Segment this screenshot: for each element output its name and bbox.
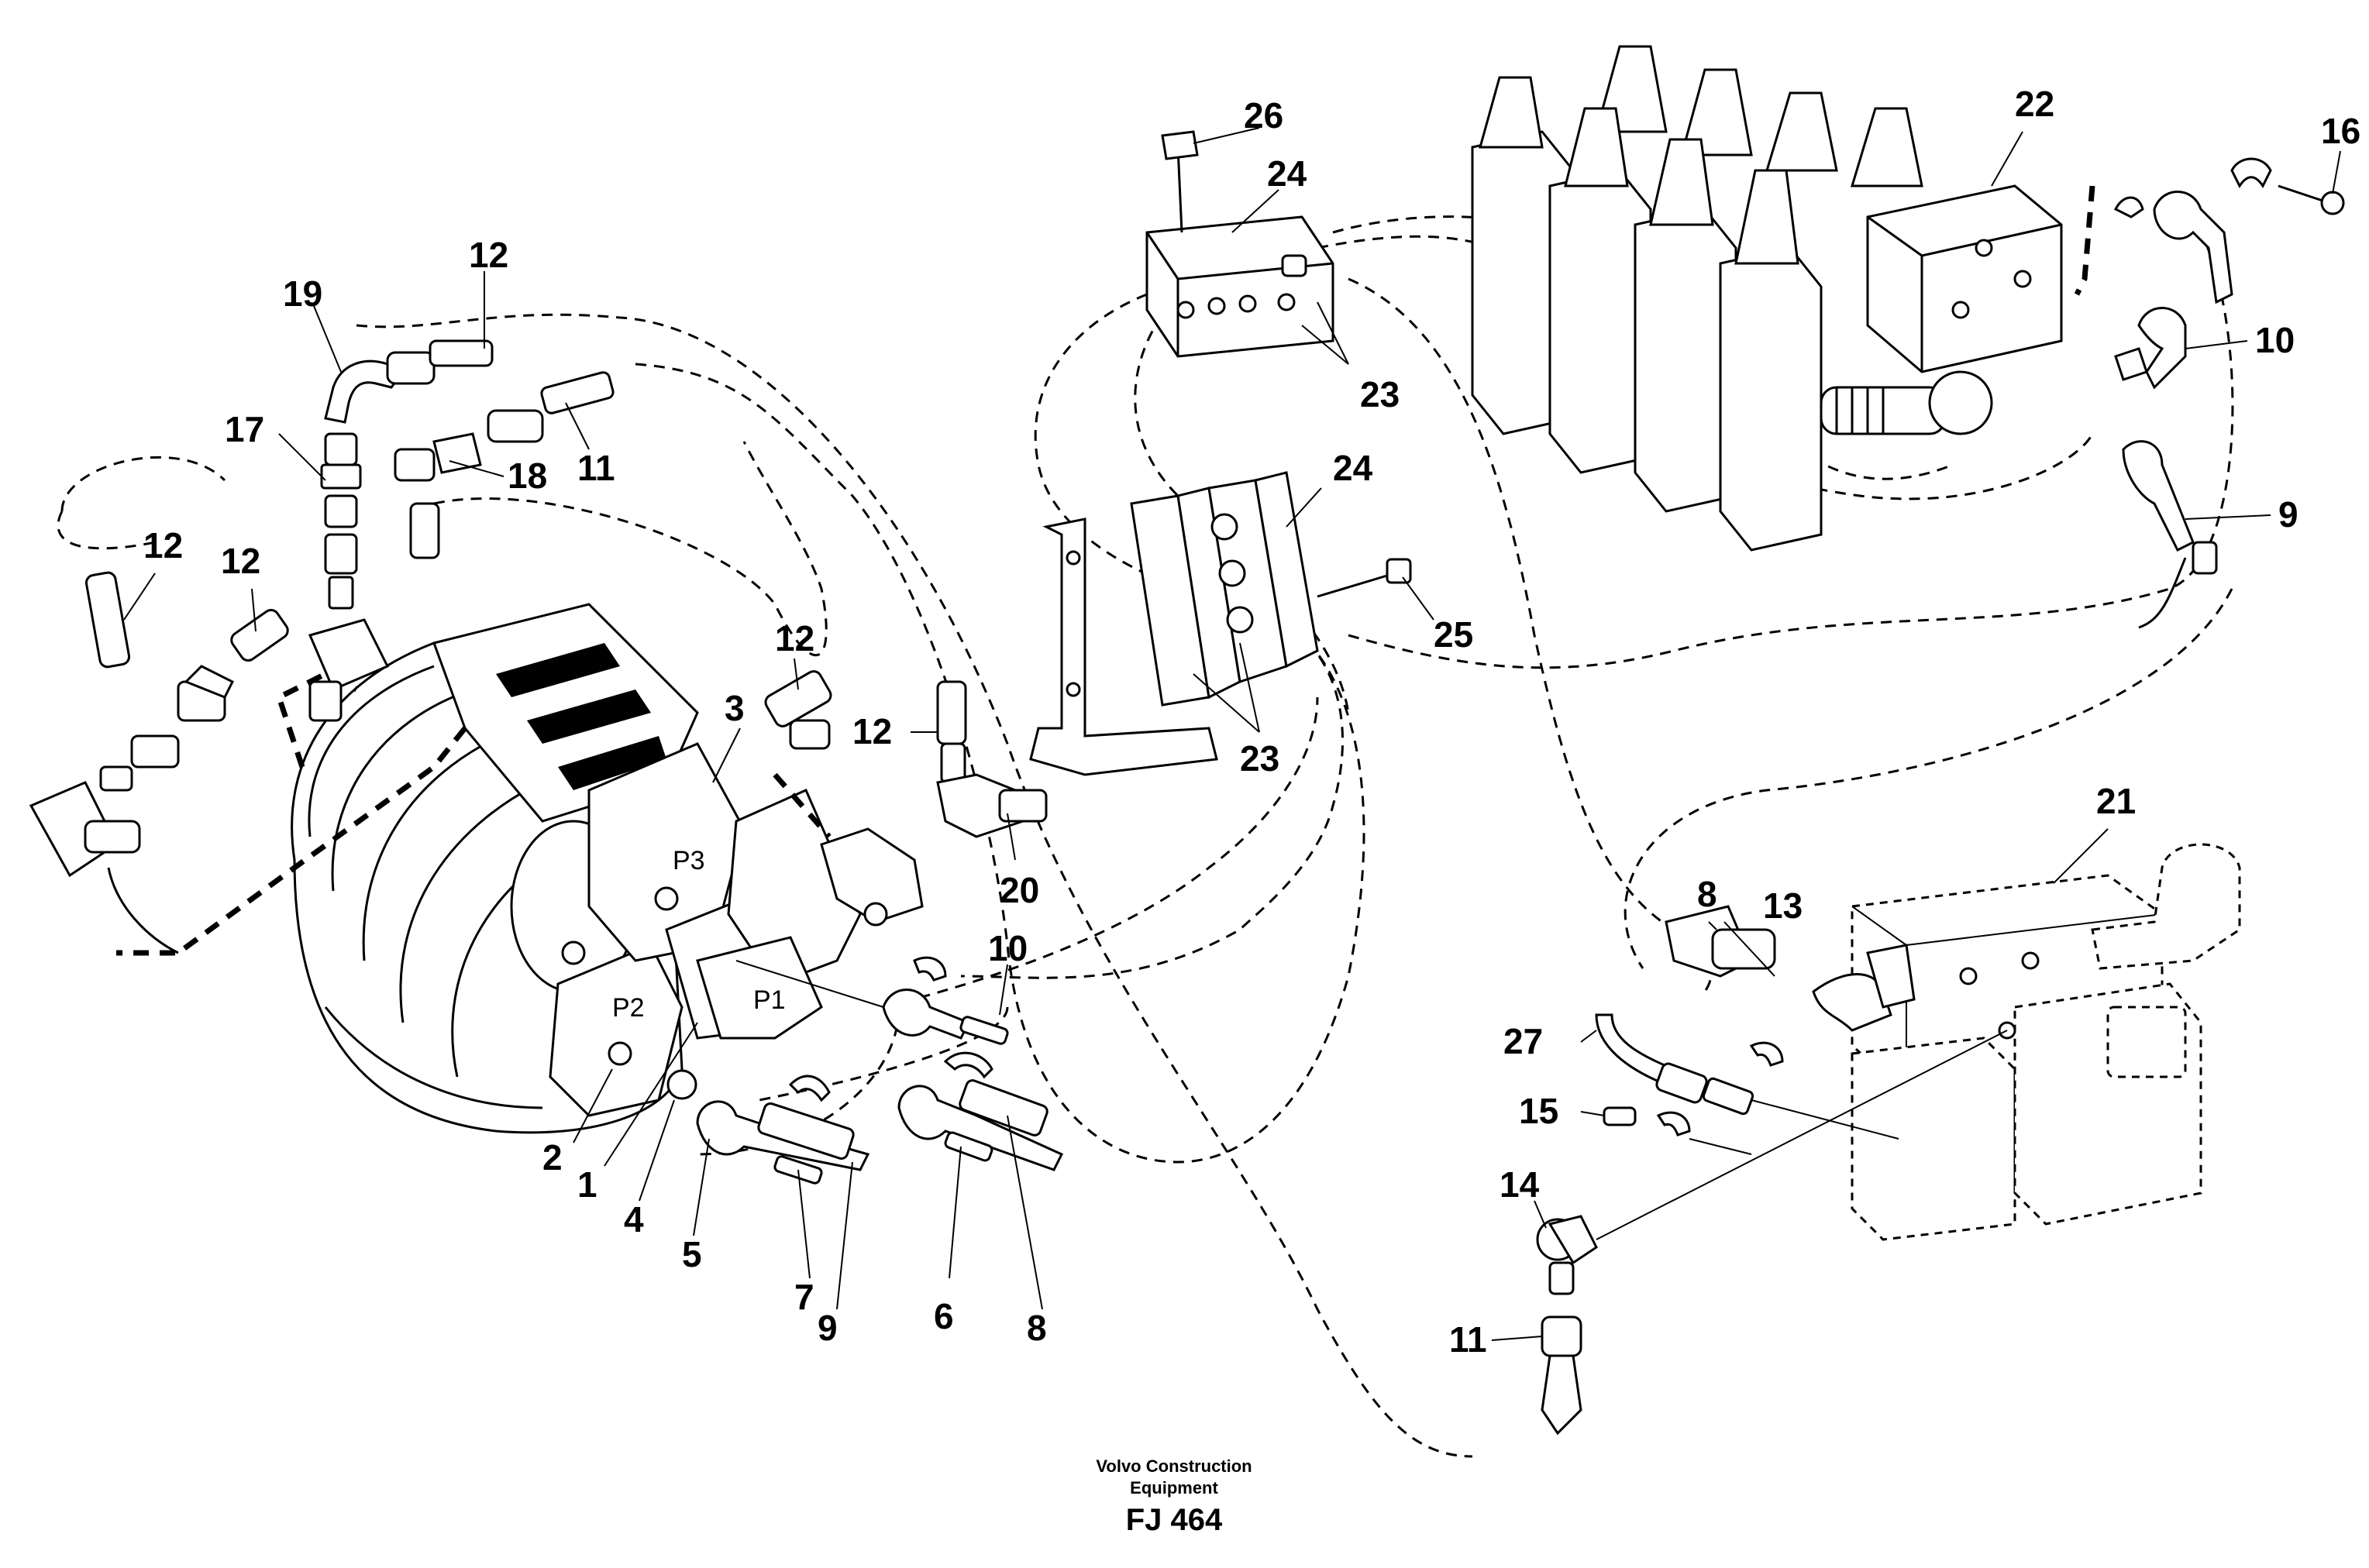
callout-27: 27	[1503, 1021, 1543, 1061]
callout-10: 10	[988, 928, 1028, 968]
callout-23: 23	[1360, 374, 1400, 414]
pump-assembly	[291, 603, 862, 1134]
callout-19: 19	[283, 273, 322, 314]
callout-26: 26	[1244, 95, 1283, 136]
callout-12: 12	[852, 711, 892, 751]
callout-20: 20	[1000, 870, 1039, 910]
port-tag-p3: P3	[673, 846, 705, 875]
callout-numbers: 12 19 17 18 11 12 12 12 3 12 20 10 2 1 4…	[143, 84, 2360, 1360]
callout-9: 9	[818, 1308, 838, 1348]
callout-16: 16	[2321, 111, 2360, 151]
callout-12: 12	[221, 541, 260, 581]
callout-15: 15	[1519, 1091, 1558, 1131]
control-valve-21	[1851, 843, 2241, 1241]
callout-12: 12	[143, 525, 183, 566]
lower-fittings	[666, 956, 1064, 1185]
callout-1: 1	[577, 1164, 597, 1205]
callout-17: 17	[225, 409, 264, 449]
port-tag-p2: P2	[612, 993, 645, 1023]
callout-7: 7	[794, 1277, 814, 1317]
callout-13: 13	[1763, 885, 1803, 926]
callout-11: 11	[1449, 1319, 1487, 1360]
callout-8: 8	[1027, 1308, 1047, 1348]
caption-line1: Volvo Construction	[1096, 1456, 1252, 1476]
caption: Volvo Construction Equipment FJ 464	[1096, 1456, 1252, 1537]
callout-18: 18	[508, 456, 547, 496]
valve-fittings	[2113, 157, 2345, 629]
callout-12: 12	[775, 618, 814, 658]
callout-4: 4	[624, 1199, 644, 1240]
callout-21: 21	[2096, 781, 2136, 821]
callout-3: 3	[725, 688, 745, 728]
callout-23: 23	[1240, 738, 1279, 779]
callout-11: 11	[577, 448, 615, 488]
lower-right-fittings	[1536, 905, 2008, 1436]
callout-10: 10	[2255, 320, 2295, 360]
callout-25: 25	[1434, 614, 1473, 655]
callout-8: 8	[1697, 874, 1717, 914]
callout-12: 12	[469, 235, 508, 275]
callout-14: 14	[1500, 1164, 1540, 1205]
caption-code: FJ 464	[1126, 1503, 1223, 1537]
callout-2: 2	[542, 1137, 563, 1178]
callout-6: 6	[934, 1296, 954, 1336]
caption-line2: Equipment	[1130, 1478, 1218, 1498]
clamp-bracket-assembly	[1029, 130, 1412, 776]
callout-22: 22	[2015, 84, 2054, 124]
callout-24: 24	[1333, 448, 1373, 488]
port-tag-p1: P1	[753, 985, 786, 1015]
control-valve-22	[1471, 45, 2095, 552]
left-fittings	[29, 339, 1048, 956]
callout-5: 5	[682, 1234, 702, 1274]
leader-lines	[123, 127, 2341, 1341]
callout-24: 24	[1267, 153, 1307, 194]
callout-9: 9	[2278, 494, 2298, 535]
